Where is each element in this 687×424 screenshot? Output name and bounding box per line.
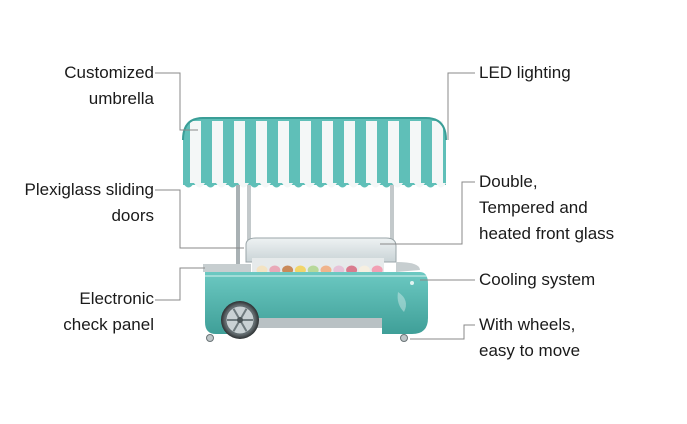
canopy-scallop	[249, 183, 260, 188]
cart-wheel	[221, 301, 259, 339]
doors-label: Plexiglass sliding doors	[25, 177, 154, 229]
wheels-label-line2: easy to move	[479, 341, 581, 360]
canopy-scallop	[216, 183, 227, 188]
canopy-stripe	[366, 121, 377, 183]
canopy-scallop	[381, 183, 392, 188]
cart-body	[205, 272, 428, 334]
canopy-scallop	[425, 183, 436, 188]
led-label: LED lighting	[479, 60, 571, 86]
glass-leader	[380, 181, 475, 245]
canopy-scallop	[260, 183, 271, 188]
canopy-scallop	[436, 183, 446, 188]
canopy-scallop	[315, 183, 326, 188]
canopy-stripe	[410, 121, 421, 183]
doors-label-line1: Plexiglass sliding	[24, 180, 154, 199]
umbrella-label: Customized umbrella	[64, 60, 154, 112]
panel-label-line2: check panel	[63, 315, 154, 334]
left-caster	[206, 334, 214, 342]
glass-label-line2: Tempered and	[479, 198, 588, 217]
umbrella-poles	[236, 185, 394, 265]
canopy-scallop	[293, 183, 304, 188]
panel-leader	[155, 267, 205, 301]
canopy-scallop	[194, 183, 205, 188]
canopy-stripe	[278, 121, 289, 183]
glass-label-line3: heated front glass	[479, 224, 615, 243]
canopy-scallop	[403, 183, 414, 188]
left-counter	[203, 264, 251, 272]
umbrella-label-line2: umbrella	[88, 89, 154, 108]
led-label-line1: LED lighting	[479, 63, 571, 82]
panel-label-line1: Electronic	[79, 289, 154, 308]
wheels-label-line1: With wheels,	[479, 315, 576, 334]
canopy-scallop	[359, 183, 370, 188]
doors-leader	[155, 189, 244, 249]
canopy-scallop	[282, 183, 293, 188]
canopy-scallop	[227, 183, 238, 188]
canopy-scallop	[271, 183, 282, 188]
canopy-scallop	[205, 183, 216, 188]
canopy-stripe	[432, 121, 443, 183]
wheels-label: With wheels, easy to move	[479, 312, 580, 364]
canopy-scallop	[414, 183, 425, 188]
canopy-scallop	[348, 183, 359, 188]
canopy-stripe	[212, 121, 223, 183]
canopy-scallop	[304, 183, 315, 188]
canopy-scallop	[392, 183, 403, 188]
canopy-scallop	[370, 183, 381, 188]
umbrella-leader	[155, 72, 198, 131]
glass-label-line1: Double,	[479, 172, 538, 191]
canopy-stripe	[388, 121, 399, 183]
canopy-scallop	[326, 183, 337, 188]
right-caster	[400, 334, 408, 342]
canopy-stripe	[344, 121, 355, 183]
canopy-scallop	[238, 183, 249, 188]
panel-label: Electronic check panel	[63, 286, 154, 338]
umbrella-canopy	[182, 117, 447, 188]
cooling-label-line1: Cooling system	[479, 270, 596, 289]
canopy-stripe	[256, 121, 267, 183]
canopy-scallop	[183, 183, 194, 188]
canopy-stripe	[300, 121, 311, 183]
cooling-label: Cooling system	[479, 267, 595, 293]
canopy-stripe	[190, 121, 201, 183]
canopy-stripe	[322, 121, 333, 183]
glass-label: Double, Tempered and heated front glass	[479, 169, 614, 247]
doors-label-line2: doors	[111, 206, 154, 225]
canopy-scallop	[337, 183, 348, 188]
right-counter	[396, 262, 420, 272]
leader-lines	[155, 72, 475, 340]
led-leader	[447, 72, 475, 140]
umbrella-label-line1: Customized	[64, 63, 154, 82]
wheels-leader	[410, 324, 475, 340]
canopy-stripe	[234, 121, 245, 183]
